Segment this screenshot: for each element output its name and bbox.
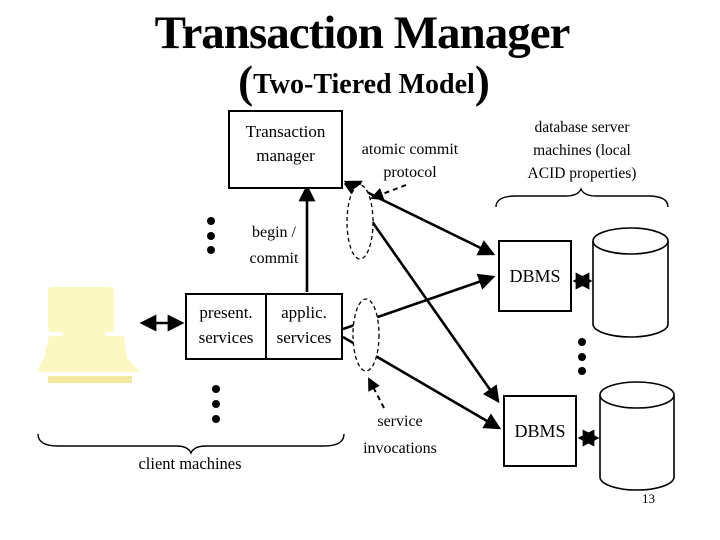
- client-machines-brace: [37, 433, 345, 455]
- service-pointer-arrow: [368, 377, 385, 409]
- protocol-pointer-arrow: [370, 184, 407, 201]
- transaction-manager-box: Transaction manager: [228, 110, 343, 189]
- slide-title: Transaction Manager: [154, 7, 571, 59]
- client-machines-label: client machines: [138, 454, 242, 473]
- computer-base-shadow: [48, 376, 132, 383]
- database-servers-label: database server machines (local ACID pro…: [492, 116, 672, 185]
- ellipsis-servers: [578, 338, 586, 375]
- database-cylinder-icon: [599, 381, 675, 491]
- begin-commit-line1: begin /: [252, 224, 296, 241]
- protocol-scope-ellipses: [346, 184, 380, 372]
- present-services-line1: present.: [199, 303, 253, 322]
- service-invocations-line2: invocations: [363, 440, 437, 457]
- atomic-commit-protocol-label: atomic commit protocol: [347, 138, 473, 184]
- client-services-box: present. services applic. services: [185, 293, 343, 360]
- subtitle-close-paren: ): [474, 57, 490, 107]
- database-servers-line3: ACID properties): [527, 165, 637, 182]
- atomic-commit-line2: protocol: [383, 164, 437, 181]
- braces: [37, 187, 669, 455]
- ellipsis-clients-bottom: [212, 385, 220, 423]
- presentation-services-cell: present. services: [187, 295, 265, 358]
- service-invocations-line1: service: [377, 413, 423, 430]
- slide-subtitle: (Two-Tiered Model): [8, 58, 720, 112]
- acp-ellipse-top: [346, 184, 374, 260]
- transaction-manager-line1: Transaction: [245, 122, 326, 141]
- applic-services-line1: applic.: [281, 303, 327, 322]
- ellipsis-dots: [207, 217, 586, 423]
- database-cylinders: [592, 227, 675, 491]
- transaction-manager-line2: manager: [256, 146, 315, 165]
- subtitle-open-paren: (: [238, 57, 254, 107]
- begin-commit-label: begin / commit: [238, 220, 310, 272]
- database-servers-brace: [495, 187, 669, 208]
- application-services-cell: applic. services: [265, 295, 341, 358]
- database-cylinder-icon: [592, 227, 669, 338]
- present-services-line2: services: [198, 328, 254, 347]
- applic-services-line2: services: [276, 328, 332, 347]
- subtitle-text: Two-Tiered Model: [253, 69, 475, 100]
- dbms-box-top: DBMS: [498, 240, 572, 312]
- dbms-box-bottom: DBMS: [503, 395, 577, 467]
- service-invocations-label: service invocations: [352, 408, 448, 462]
- database-servers-line2: machines (local: [533, 142, 631, 159]
- begin-commit-line2: commit: [249, 250, 299, 267]
- atomic-commit-line1: atomic commit: [361, 141, 459, 158]
- computer-terminal-icon: [37, 287, 140, 383]
- database-servers-line1: database server: [534, 119, 630, 136]
- acp-ellipse-bottom: [352, 298, 380, 372]
- page-number: 13: [642, 491, 655, 506]
- pointer-arrows: [368, 184, 407, 409]
- ellipsis-clients-top: [207, 217, 215, 254]
